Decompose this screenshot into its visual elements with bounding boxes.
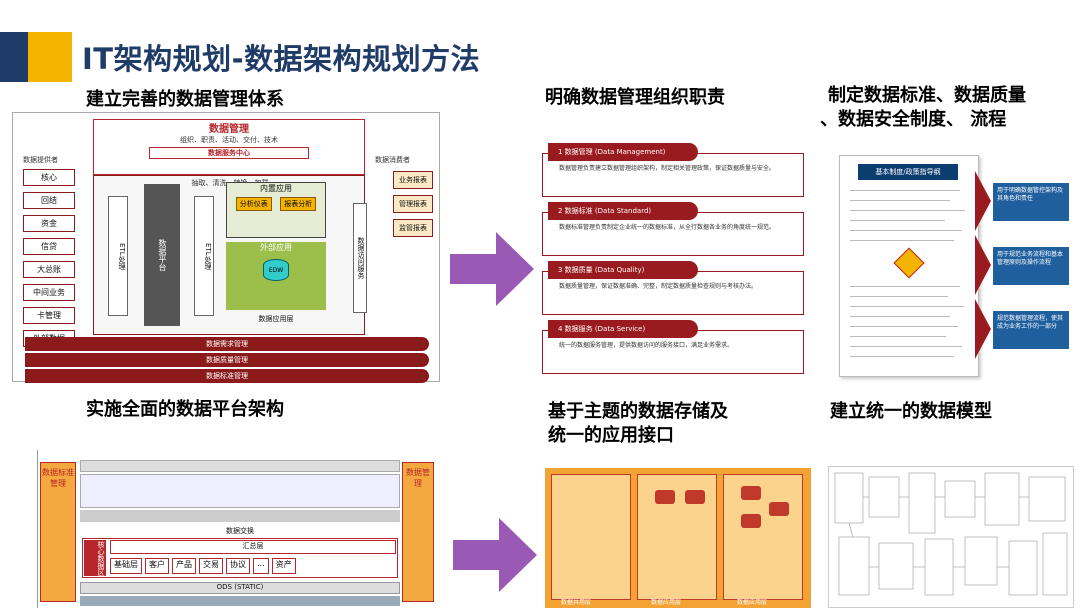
sources-label: 数据提供者 (23, 156, 58, 164)
section-title-topic-l1: 基于主题的数据存储及 (548, 401, 728, 422)
source-item: 核心 (23, 169, 75, 186)
policy-box: 用于明确数据管控架构及其角色和责任 (993, 183, 1069, 221)
section-title-platform: 实施全面的数据平台架构 (86, 399, 284, 420)
access-service: 数据访问服务 (353, 203, 367, 313)
consumers-label: 数据消费者 (375, 156, 410, 164)
data-management-diagram: 数据管理 组织、职责、活动、交付、技术 数据服务中心 数据提供者 核心 回结 资… (12, 112, 440, 383)
stamp-icon (893, 247, 925, 279)
inner-tag: 分析仪表 (235, 197, 272, 211)
source-item: 信贷 (23, 238, 75, 255)
consumer-item: 管理报表 (393, 195, 433, 213)
data-management-header: 数据管理 组织、职责、活动、交付、技术 数据服务中心 (93, 119, 365, 175)
topic-footer: 数据应用层 (651, 599, 682, 606)
layer-item: 产品 (172, 558, 196, 574)
layer-item: 资产 (271, 558, 296, 574)
source-item: 卡管理 (23, 307, 75, 324)
er-diagram-icon (834, 472, 1068, 596)
band-standard: 数据标准管理 (25, 369, 429, 383)
inner-app-label: 内置应用 (260, 184, 292, 193)
section-title-topic-l2: 统一的应用接口 (548, 425, 674, 446)
band-quality: 数据质量管理 (25, 353, 429, 367)
arrow-right-icon (453, 518, 537, 592)
role-block: 数据管理负责建立数据管理组织架构，制定相关管理政策，保证数据质量与安全。 1 数… (540, 143, 806, 200)
band-demand: 数据需求管理 (25, 337, 429, 351)
data-app-layer: 数据应用层 (258, 315, 294, 323)
source-item: 资金 (23, 215, 75, 232)
layer-item: 交易 (199, 558, 223, 574)
header-accent-navy (0, 32, 28, 82)
section-title-standards-l2: 、数据安全制度、 流程 (820, 109, 1007, 130)
platform-ods: ODS (STATIC) (80, 582, 400, 594)
role-header: 1 数据管理 (Data Management) (548, 143, 698, 161)
platform-exchange: 数据交换 (226, 527, 254, 535)
policy-box: 用于规范业务流程和基本管理原则及操作流程 (993, 247, 1069, 285)
layer-item: 基础层 (110, 558, 142, 574)
dm-title: 数据管理 (209, 124, 249, 135)
chevron-right-icon (975, 299, 991, 359)
role-header: 3 数据质量 (Data Quality) (548, 261, 698, 279)
arrow-right-icon (450, 232, 534, 306)
etl-left: ETL处理 (108, 196, 128, 316)
policy-diagram: 基本制度/政策指导纲 用于明确数据管控架构及其角色和责任 用于规范业务流程和基本… (835, 145, 1070, 377)
exchange-center: 数据服务中心 (149, 147, 309, 159)
topic-footer: 数据应用层 (737, 599, 768, 606)
topic-column (551, 474, 631, 600)
data-sources: 数据提供者 核心 回结 资金 信贷 大总账 中间业务 卡管理 外部数据 (23, 155, 75, 353)
roles-diagram: 数据管理负责建立数据管理组织架构，制定相关管理政策，保证数据质量与安全。 1 数… (540, 143, 806, 379)
data-model-diagram (828, 466, 1074, 608)
topic-storage-diagram: 数据共用层 数据应用层 数据应用层 (545, 468, 811, 608)
section-title-standards-l1: 制定数据标准、数据质量 (828, 85, 1026, 106)
dm-subtitle: 组织、职责、活动、交付、技术 (180, 136, 278, 144)
topic-column (637, 474, 717, 600)
page-title: IT架构规划-数据架构规划方法 (82, 42, 481, 76)
chevron-right-icon (975, 171, 991, 231)
chevron-right-icon (975, 235, 991, 295)
section-title-org-roles: 明确数据管理组织职责 (545, 87, 725, 108)
platform-core: 核心数据区 (84, 540, 106, 576)
layer-item: 协议 (226, 558, 250, 574)
data-core: 抽取、清洗、转换、加载 ETL处理 数据平台 ETL处理 内置应用 分析仪表 报… (93, 175, 365, 335)
policy-document: 基本制度/政策指导纲 (839, 155, 979, 377)
layer-item: ... (253, 558, 269, 574)
role-header: 4 数据服务 (Data Service) (548, 320, 698, 338)
platform-left-label: 数据标准管理 (40, 462, 76, 602)
data-platform: 数据平台 (144, 184, 180, 326)
inner-application: 内置应用 分析仪表 报表分析 (226, 182, 326, 238)
platform-right-label: 数据管理 (402, 462, 434, 602)
role-block: 统一的数据服务管理，提供数据访问的服务接口，满足业务需求。 4 数据服务 (Da… (540, 320, 806, 377)
platform-diagram: 数据标准管理 数据交换 核心数据区 汇总层 基础层 客户 产品 交易 协议 ..… (12, 442, 436, 608)
ext-app-label: 外部应用 (260, 243, 292, 252)
database-icon: EDW (263, 259, 289, 281)
role-block: 数据标准管理负责制定企业统一的数据标准，从全行数据各业务的角度统一规范。 2 数… (540, 202, 806, 259)
source-item: 大总账 (23, 261, 75, 278)
role-header: 2 数据标准 (Data Standard) (548, 202, 698, 220)
consumer-item: 业务报表 (393, 171, 433, 189)
section-title-management-system: 建立完善的数据管理体系 (86, 89, 284, 110)
source-item: 回结 (23, 192, 75, 209)
external-application: 外部应用 EDW (226, 242, 326, 310)
management-bands: 数据需求管理 数据质量管理 数据标准管理 (25, 335, 429, 383)
policy-box: 规范数据管理流程，使其成为业务工作的一部分 (993, 311, 1069, 349)
topic-column (723, 474, 803, 600)
consumer-item: 监管报表 (393, 219, 433, 237)
doc-header: 基本制度/政策指导纲 (858, 164, 958, 180)
data-consumers: 数据消费者 业务报表 管理报表 监管报表 (375, 155, 437, 237)
header-accent-yellow (28, 32, 72, 82)
topic-footer: 数据共用层 (561, 599, 592, 606)
layer-item: 客户 (145, 558, 169, 574)
layer-summary: 汇总层 (110, 540, 396, 554)
source-item: 中间业务 (23, 284, 75, 301)
etl-right: ETL处理 (194, 196, 214, 316)
inner-tag: 报表分析 (280, 197, 317, 211)
layer-row: 基础层 客户 产品 交易 协议 ... 资产 (110, 558, 396, 574)
role-block: 数据质量管理，保证数据准确、完整，制定数据质量检查规则与考核办法。 3 数据质量… (540, 261, 806, 318)
section-title-data-model: 建立统一的数据模型 (830, 401, 992, 422)
